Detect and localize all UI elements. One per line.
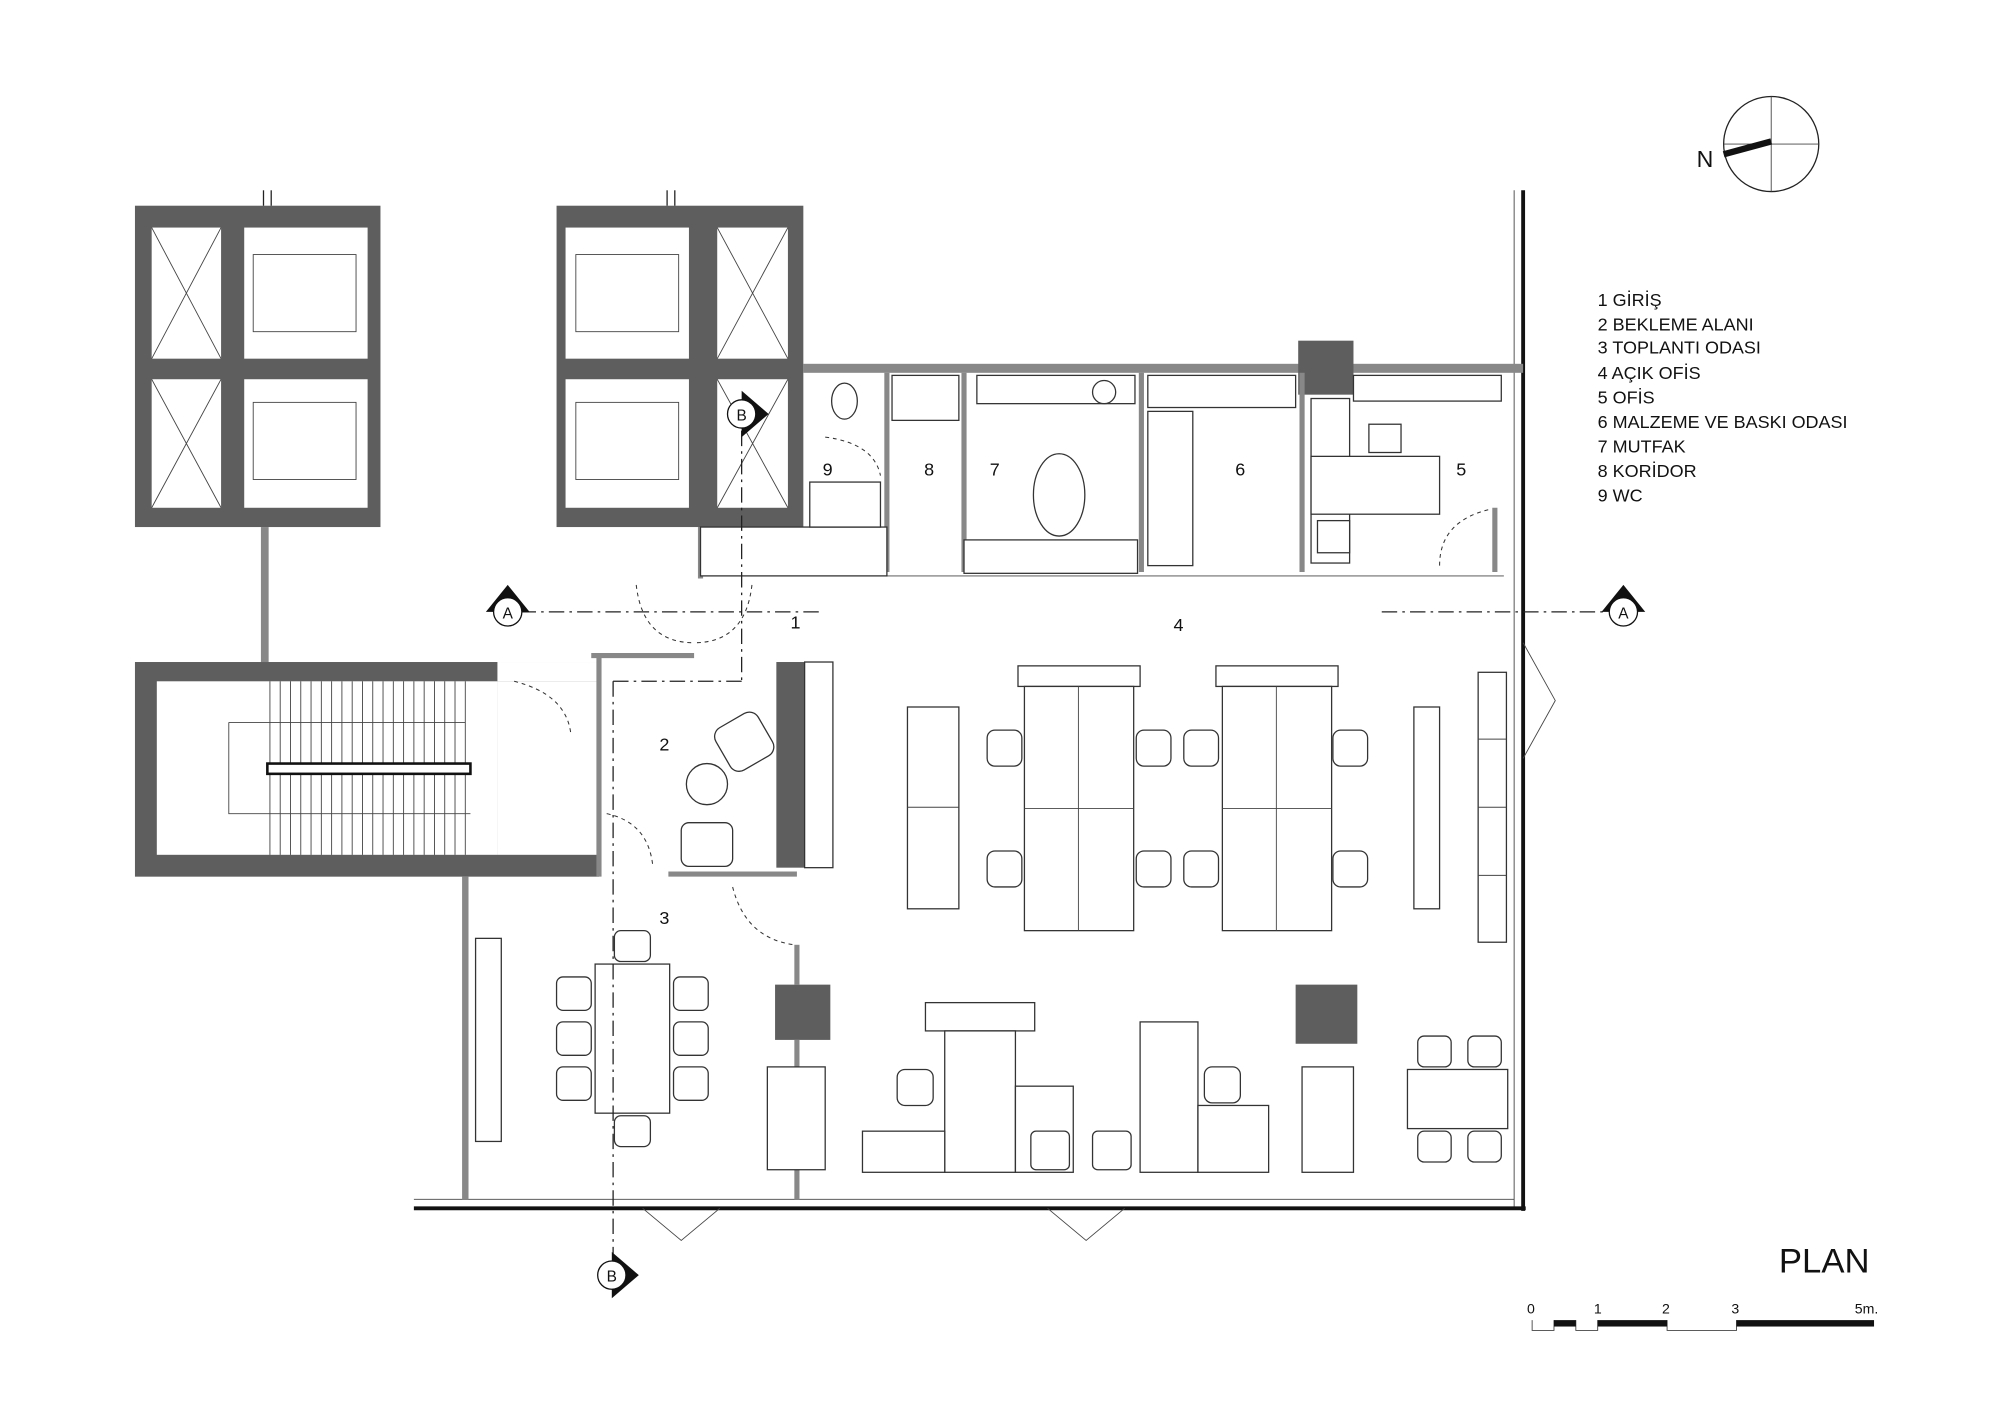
room-number-7: 7 bbox=[990, 460, 1000, 480]
scale-label: 5m. bbox=[1855, 1301, 1879, 1317]
legend-item: 7 MUTFAK bbox=[1598, 437, 1686, 457]
legend-item: 8 KORİDOR bbox=[1598, 461, 1697, 481]
room-legend: 1 GİRİŞ 2 BEKLEME ALANI 3 TOPLANTI ODASI… bbox=[1598, 290, 1848, 505]
section-marker-b-bottom: B bbox=[597, 1251, 639, 1299]
room-number-9: 9 bbox=[823, 460, 833, 480]
section-label: A bbox=[503, 605, 514, 622]
compass-north-label: N bbox=[1697, 146, 1714, 172]
legend-item: 1 GİRİŞ bbox=[1598, 290, 1662, 310]
elevator-core-left bbox=[134, 190, 381, 528]
legend-item: 4 AÇIK OFİS bbox=[1598, 363, 1701, 383]
room-number-4: 4 bbox=[1174, 615, 1184, 635]
service-rooms bbox=[697, 340, 1524, 579]
room-number-3: 3 bbox=[659, 908, 669, 928]
open-office-furniture bbox=[642, 642, 1556, 1242]
section-label: B bbox=[607, 1269, 617, 1286]
scale-bar: 0 1 2 3 5m. bbox=[1527, 1301, 1878, 1331]
legend-item: 2 BEKLEME ALANI bbox=[1598, 314, 1754, 334]
plan-title: PLAN bbox=[1779, 1243, 1870, 1281]
section-label: A bbox=[1618, 605, 1629, 622]
legend-item: 6 MALZEME VE BASKI ODASI bbox=[1598, 412, 1848, 432]
legend-item: 9 WC bbox=[1598, 485, 1643, 505]
section-marker-b-top: B bbox=[726, 390, 769, 438]
room-number-5: 5 bbox=[1456, 460, 1466, 480]
elevator-core-right bbox=[556, 190, 804, 528]
room-number-1: 1 bbox=[790, 613, 800, 633]
meeting-room-furniture bbox=[474, 930, 831, 1200]
stair-core bbox=[134, 662, 599, 877]
section-label: B bbox=[737, 407, 747, 424]
exterior-walls bbox=[413, 190, 1526, 1211]
scale-label: 2 bbox=[1662, 1301, 1670, 1317]
section-lines bbox=[520, 430, 1607, 1260]
scale-label: 0 bbox=[1527, 1301, 1535, 1317]
room-number-6: 6 bbox=[1235, 460, 1245, 480]
scale-label: 3 bbox=[1731, 1301, 1739, 1317]
section-marker-a-right: A bbox=[1601, 584, 1646, 627]
room-number-8: 8 bbox=[924, 460, 934, 480]
legend-item: 5 OFİS bbox=[1598, 388, 1655, 408]
north-arrow-icon: N bbox=[1697, 95, 1820, 193]
waiting-area-furniture bbox=[591, 584, 834, 946]
room-number-2: 2 bbox=[659, 735, 669, 755]
legend-item: 3 TOPLANTI ODASI bbox=[1598, 338, 1761, 358]
scale-label: 1 bbox=[1594, 1301, 1602, 1317]
section-marker-a-left: A bbox=[485, 584, 530, 627]
